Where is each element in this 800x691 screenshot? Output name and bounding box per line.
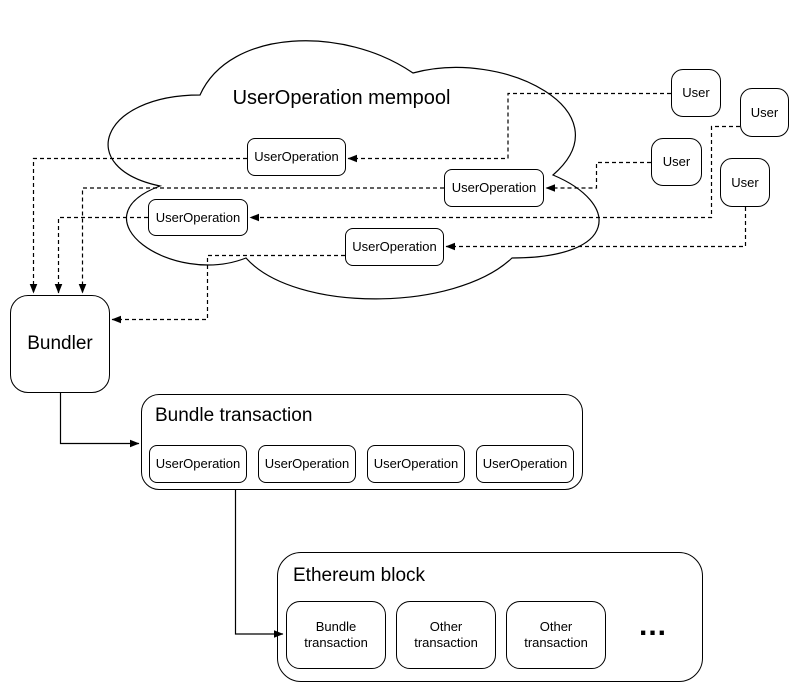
ethereum-block-container: Ethereum block Bundle transaction Other … (277, 552, 703, 682)
block-bundle-transaction: Bundle transaction (286, 601, 386, 669)
arrow-user1-to-useroperation1 (347, 92, 671, 163)
mempool-cloud-icon (107, 40, 600, 300)
arrow-bundle-to-ethereum-block (234, 490, 284, 638)
arrow-user4-to-useroperation4 (445, 207, 747, 251)
bundle-transaction-title: Bundle transaction (155, 405, 313, 426)
user-node-4: User (720, 158, 770, 207)
bundler-node: Bundler (10, 295, 110, 393)
arrow-useroperation1-to-bundler (29, 157, 247, 294)
bundle-transaction-container: Bundle transaction UserOperation UserOpe… (141, 394, 583, 490)
user-node-3: User (651, 138, 702, 186)
ellipsis-more-transactions: ... (638, 609, 667, 642)
mempool-useroperation-2: UserOperation (444, 169, 544, 207)
block-other-transaction-2: Other transaction (506, 601, 606, 669)
mempool-useroperation-4: UserOperation (345, 228, 444, 266)
bundle-useroperation-2: UserOperation (258, 445, 356, 483)
bundle-useroperation-4: UserOperation (476, 445, 574, 483)
bundle-useroperation-1: UserOperation (149, 445, 247, 483)
block-other-transaction-1: Other transaction (396, 601, 496, 669)
arrow-useroperation2-to-bundler (78, 187, 444, 294)
user-node-1: User (671, 69, 721, 117)
arrow-user3-to-useroperation2 (545, 161, 651, 192)
user-node-2: User (740, 88, 789, 137)
bundle-useroperation-3: UserOperation (367, 445, 465, 483)
arrow-useroperation4-to-bundler (111, 254, 345, 324)
arrow-useroperation3-to-bundler (54, 216, 148, 294)
arrow-user2-to-useroperation3 (249, 125, 740, 222)
mempool-useroperation-1: UserOperation (247, 138, 346, 176)
arrow-bundler-to-bundle-transaction (59, 393, 140, 448)
ethereum-block-title: Ethereum block (293, 565, 426, 586)
mempool-title: UserOperation mempool (232, 87, 451, 109)
mempool-useroperation-3: UserOperation (148, 199, 248, 236)
